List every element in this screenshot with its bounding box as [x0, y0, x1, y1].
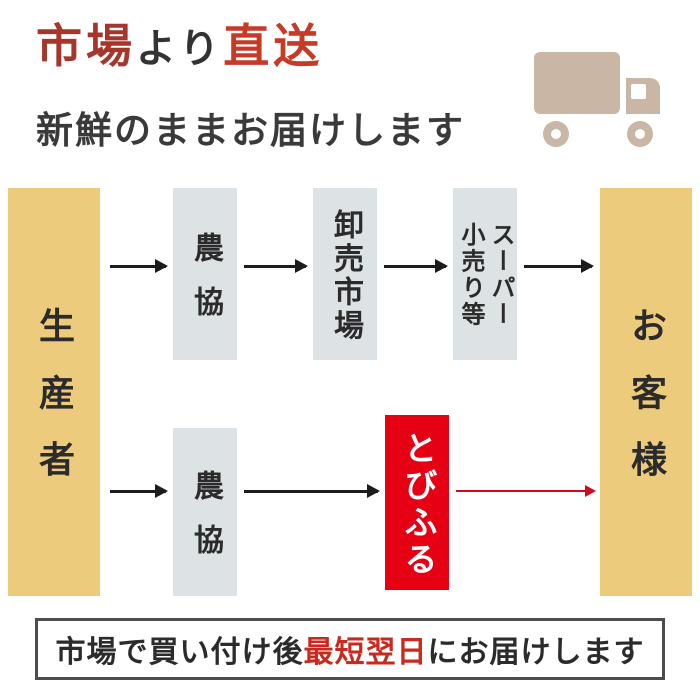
tobifuru-label: とびふる	[399, 430, 435, 579]
retail-label-line2: 小売り等	[457, 222, 483, 328]
retail-box: スーパー 小売り等	[453, 188, 517, 360]
customer-bar: お客様	[600, 188, 692, 596]
producer-bar: 生産者	[8, 188, 100, 596]
flow-arrow	[110, 259, 168, 273]
wholesale-market-label: 卸売市場	[329, 208, 362, 343]
title-yori: より	[136, 26, 224, 71]
flow-arrow-red	[456, 485, 596, 497]
flow-arrow	[244, 259, 308, 273]
customer-label: お客様	[626, 307, 666, 508]
wholesale-market-box: 卸売市場	[313, 188, 377, 360]
footer-notice: 市場で買い付け後最短翌日にお届けします	[35, 618, 665, 680]
coop-top-label: 農協	[189, 232, 222, 340]
coop-top-box: 農協	[173, 188, 237, 360]
flow-arrow	[384, 259, 448, 273]
coop-bottom-box: 農協	[173, 428, 237, 596]
title-market: 市場	[36, 21, 136, 72]
coop-bottom-label: 農協	[189, 470, 222, 578]
retail-label-line1: スーパー	[487, 222, 513, 328]
flow-arrow	[244, 484, 380, 498]
delivery-truck-icon	[534, 52, 660, 147]
tobifuru-box: とびふる	[385, 415, 449, 590]
subtitle: 新鮮のままお届けします	[36, 111, 465, 152]
footer-highlight: 最短翌日	[303, 636, 428, 669]
footer-text-before: 市場で買い付け後	[55, 636, 304, 669]
flow-arrow	[524, 259, 594, 273]
flow-arrow	[110, 484, 168, 498]
footer-text-after: にお届けします	[427, 636, 645, 669]
page-title: 市場より直送	[36, 21, 324, 73]
producer-label: 生産者	[34, 307, 74, 508]
title-chokusou: 直送	[223, 21, 324, 72]
retail-label: スーパー 小売り等	[455, 222, 515, 328]
